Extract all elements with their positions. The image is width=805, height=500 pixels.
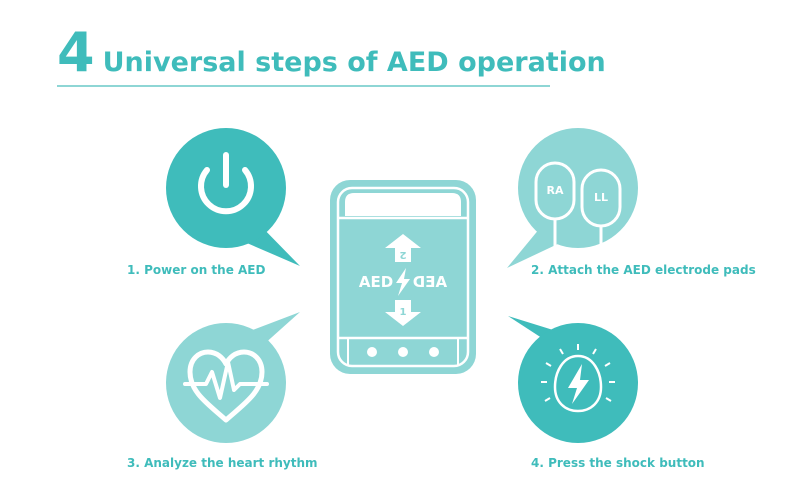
page-title: 4 Universal steps of AED operation [57,26,606,80]
step-3-label: 3. Analyze the heart rhythm [127,456,318,470]
step-4-label: 4. Press the shock button [531,456,705,470]
shock-button-icon [541,344,615,413]
arrow-down-number: 1 [400,307,407,318]
arrow-up-icon: 2 [385,234,421,262]
lightning-icon [396,268,410,296]
device-label: AED [359,273,393,291]
arrow-down-icon: 1 [385,300,421,326]
title-text: Universal steps of AED operation [102,47,606,78]
step-2-bubble: RA LL [507,128,638,268]
aed-device: 2 AED AED 1 [330,180,476,374]
indicator-dot [398,347,408,357]
step-3-bubble [166,312,300,443]
device-label-mirrored: AED [413,273,447,291]
arrow-up-number: 2 [399,249,406,260]
indicator-dot [429,347,439,357]
step-1-bubble [166,128,300,266]
power-icon [198,152,254,215]
title-underline [57,85,550,87]
step-4-bubble [508,316,638,443]
step-2-label: 2. Attach the AED electrode pads [531,263,756,277]
heart-rhythm-icon [183,349,269,423]
pad-label-right: LL [594,191,608,204]
title-number: 4 [57,21,95,84]
pad-label-left: RA [547,184,564,197]
indicator-dot [367,347,377,357]
step-1-label: 1. Power on the AED [127,263,266,277]
electrode-pads-icon: RA LL [534,161,622,250]
